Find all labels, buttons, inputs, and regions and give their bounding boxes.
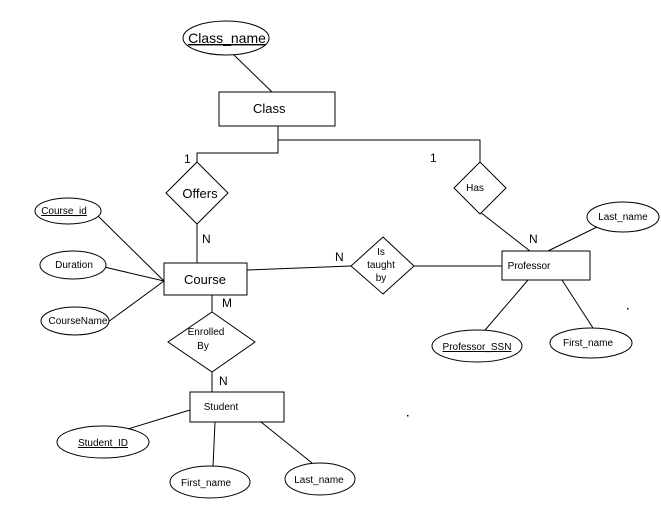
relationship-has: Has: [453, 161, 507, 215]
connector-lines: [94, 53, 598, 468]
attribute-course-name: CourseName: [40, 306, 110, 336]
attribute-professor-last-name-label: Last_name: [598, 212, 648, 223]
entity-professor-label: Professor: [508, 261, 551, 272]
line-course-courseid: [94, 212, 165, 282]
stray-dot: [407, 415, 409, 417]
line-professor-lastname: [547, 226, 598, 252]
entity-professor: Professor: [501, 250, 591, 281]
attribute-professor-first-name-label: First_name: [563, 338, 613, 349]
relationship-is-taught-by-line2: taught: [367, 260, 395, 271]
line-professor-ssn: [479, 279, 529, 337]
attribute-student-id-label: Student_ID: [78, 438, 128, 449]
attribute-student-first-name-label: First_name: [181, 478, 231, 489]
relationship-enrolled-by-line1: Enrolled: [188, 327, 225, 338]
relationship-enrolled-by: Enrolled By: [167, 311, 256, 373]
cardinality-class-offers: 1: [184, 152, 191, 166]
cardinality-offers-course: N: [202, 232, 211, 246]
attribute-student-last-name: Last_name: [284, 462, 356, 496]
cardinality-enrolled-student: N: [219, 374, 228, 388]
line-professor-firstname: [561, 279, 594, 329]
line-course-duration: [99, 265, 165, 282]
stray-marks: [407, 308, 629, 417]
attribute-class-name: Class_name: [182, 20, 270, 56]
attribute-duration: Duration: [39, 250, 107, 280]
cardinality-course-enrolled: M: [222, 296, 232, 310]
cardinality-class-has: 1: [430, 151, 437, 165]
relationship-is-taught-by-line3: by: [376, 273, 387, 284]
entity-class-label: Class: [253, 101, 286, 116]
line-student-firstname: [212, 421, 216, 468]
attribute-course-id: Course_id: [34, 197, 102, 225]
line-class-offers: [196, 126, 279, 162]
attribute-professor-last-name: Last_name: [586, 201, 660, 233]
attribute-course-id-label: Course_id: [41, 206, 87, 217]
attribute-professor-first-name: First_name: [549, 327, 633, 359]
line-course-taught: [246, 265, 352, 271]
entity-student: Student: [189, 391, 285, 423]
line-student-lastname: [260, 421, 313, 464]
line-course-coursename: [107, 280, 165, 323]
line-class-has: [278, 139, 481, 162]
attribute-class-name-label: Class_name: [188, 30, 266, 46]
line-has-professor: [479, 211, 531, 252]
relationship-enrolled-by-line2: By: [197, 341, 209, 352]
cardinality-course-taught: N: [335, 250, 344, 264]
relationship-has-label: Has: [466, 183, 484, 194]
stray-dot: [627, 308, 629, 310]
relationship-offers: Offers: [165, 161, 229, 225]
relationship-is-taught-by: Is taught by: [350, 236, 415, 295]
entity-course: Course: [163, 262, 248, 296]
attribute-course-name-label: CourseName: [49, 316, 108, 327]
cardinality-labels: 1 1 N N N M N: [184, 151, 538, 388]
line-student-studentid: [117, 409, 191, 433]
cardinality-has-professor: N: [529, 232, 538, 246]
entity-class: Class: [218, 91, 336, 127]
attribute-professor-ssn: Professor_SSN: [431, 329, 523, 363]
entity-student-label: Student: [204, 402, 239, 413]
attribute-student-first-name: First_name: [169, 465, 251, 499]
attribute-student-id: Student_ID: [56, 425, 150, 459]
attribute-student-last-name-label: Last_name: [294, 475, 344, 486]
relationship-offers-label: Offers: [182, 186, 218, 201]
entity-course-label: Course: [184, 272, 226, 287]
attribute-duration-label: Duration: [55, 260, 93, 271]
line-classname-class: [232, 53, 273, 93]
relationship-is-taught-by-line1: Is: [377, 247, 385, 258]
attribute-professor-ssn-label: Professor_SSN: [443, 342, 512, 353]
